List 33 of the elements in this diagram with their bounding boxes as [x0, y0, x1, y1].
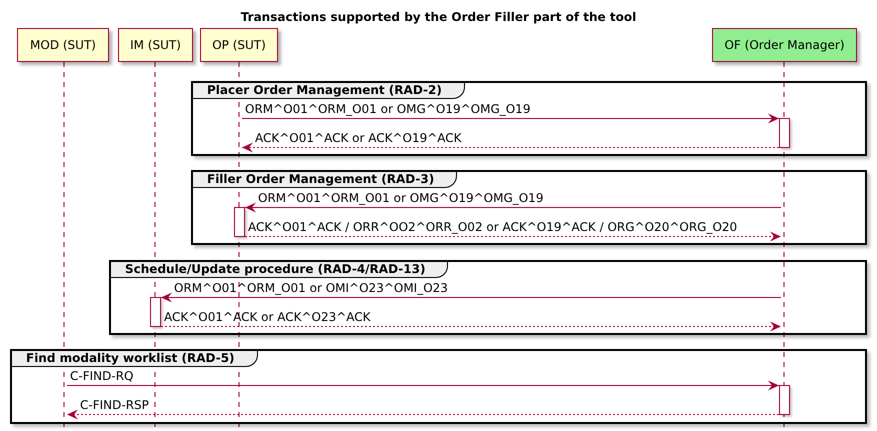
message-label: C-FIND-RQ	[70, 369, 134, 383]
message-arrow	[242, 114, 780, 124]
group-frame	[191, 81, 867, 156]
participant-box: IM (SUT)	[118, 28, 193, 62]
frame-heading: Placer Order Management (RAD-2)	[193, 83, 465, 99]
message-label: ORM^O01^ORM_O01 or OMG^O19^OMG_O19	[258, 191, 544, 205]
message-arrow	[244, 202, 782, 212]
frame-heading: Schedule/Update procedure (RAD-4/RAD-13)	[111, 262, 448, 278]
message-arrow	[66, 380, 780, 390]
activation-bar	[779, 118, 790, 148]
message-arrow	[244, 232, 782, 242]
message-arrow	[160, 292, 782, 302]
participant-box: OF (Order Manager)	[712, 28, 857, 62]
diagram-title: Transactions supported by the Order Filler part of the tool	[240, 9, 636, 26]
group-frame	[191, 170, 867, 245]
message-label: C-FIND-RSP	[80, 398, 149, 412]
message-arrow	[66, 410, 780, 420]
activation-bar	[779, 385, 790, 415]
frame-heading: Find modality worklist (RAD-5)	[12, 351, 258, 367]
message-label: ORM^O01^ORM_O01 or OMI^O23^OMI_O23	[174, 281, 448, 295]
message-arrow	[160, 322, 782, 332]
message-label: ACK^O01^ACK / ORR^OO2^ORR_O02 or ACK^O19^ACK / ORG^O20^ORG_O20	[248, 220, 738, 234]
group-frame	[10, 349, 867, 424]
group-frame	[109, 260, 867, 335]
participant-box: MOD (SUT)	[17, 28, 109, 62]
message-arrow	[242, 142, 780, 152]
activation-bar	[234, 207, 245, 237]
message-label: ACK^O01^ACK or ACK^O23^ACK	[164, 310, 371, 324]
activation-bar	[150, 297, 161, 327]
message-label: ACK^O01^ACK or ACK^O19^ACK	[255, 131, 462, 145]
frame-heading: Filler Order Management (RAD-3)	[193, 172, 458, 188]
message-label: ORM^O01^ORM_O01 or OMG^O19^OMG_O19	[245, 102, 530, 116]
participant-box: OP (SUT)	[200, 28, 278, 62]
